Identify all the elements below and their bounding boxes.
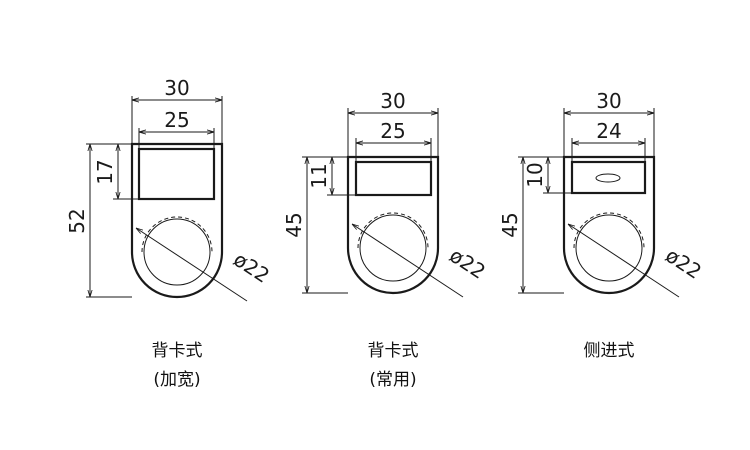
dim-inner-width: 24: [596, 119, 621, 143]
caption-title: 背卡式: [152, 341, 203, 361]
panel-wide-back-clip: 30 25 52 17 ø22 背卡式 (加宽): [65, 76, 274, 390]
diameter-leader: [136, 228, 248, 302]
dim-diameter: ø22: [661, 243, 706, 284]
dim-outer-width: 30: [596, 89, 621, 113]
caption-subtitle: (加宽): [153, 370, 200, 390]
mounting-hole: [575, 214, 643, 282]
dim-outer-width: 30: [380, 89, 405, 113]
mounting-hole: [359, 214, 427, 282]
label-window: [354, 160, 433, 197]
diameter-leader: [568, 224, 680, 298]
dim-outer-width: 30: [164, 76, 189, 100]
panel-standard-back-clip: 30 25 45 11 ø22 背卡式 (常用): [282, 89, 490, 390]
label-holder-outline: [562, 155, 656, 295]
dim-inner-width: 25: [164, 108, 189, 132]
mounting-hole: [143, 218, 211, 286]
dim-diameter: ø22: [229, 247, 274, 288]
dim-height: 52: [65, 208, 89, 233]
dim-inner-width: 25: [380, 119, 405, 143]
hole-hidden-edge: [357, 212, 429, 249]
caption-subtitle: (常用): [369, 370, 416, 390]
caption-title: 背卡式: [368, 341, 419, 361]
label-holder-outline: [130, 142, 224, 299]
label-window: [570, 160, 647, 195]
diameter-leader: [352, 224, 464, 298]
dim-window-height: 11: [307, 163, 331, 188]
label-window: [137, 147, 216, 201]
dim-window-height: 10: [523, 162, 547, 187]
dim-height: 45: [282, 212, 306, 237]
dim-diameter: ø22: [445, 243, 490, 284]
hole-hidden-edge: [141, 216, 213, 253]
hole-hidden-edge: [573, 212, 645, 249]
caption-title: 侧进式: [584, 341, 635, 361]
panel-side-entry: 30 24 45 10 ø22 侧进式: [498, 89, 706, 361]
side-entry-slot: [595, 173, 621, 183]
label-holder-outline: [346, 155, 440, 295]
dim-window-height: 17: [93, 159, 117, 184]
dim-height: 45: [498, 212, 522, 237]
